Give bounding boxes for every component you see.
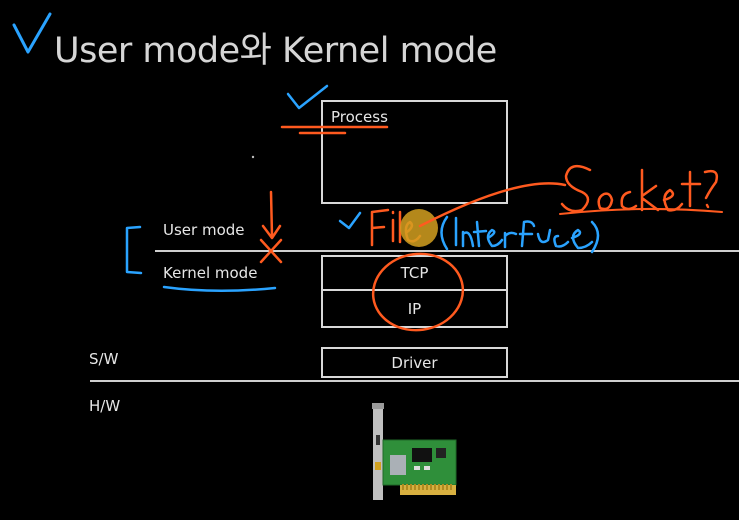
kernel-mode-underline bbox=[162, 285, 277, 293]
file-handwriting bbox=[370, 208, 422, 247]
ip-label: IP bbox=[407, 299, 422, 318]
ip-layer: IP bbox=[323, 291, 506, 326]
process-checkmark bbox=[286, 84, 329, 110]
tcp-label: TCP bbox=[400, 264, 429, 282]
pointer-highlight bbox=[400, 209, 438, 247]
process-underline bbox=[280, 125, 389, 135]
file-checkmark bbox=[338, 211, 362, 230]
interface-handwriting bbox=[440, 215, 600, 254]
down-arrow bbox=[261, 190, 282, 240]
driver-box: Driver bbox=[321, 347, 508, 378]
process-box: Process bbox=[321, 100, 508, 204]
cross-mark bbox=[259, 238, 283, 264]
title-checkmark bbox=[12, 12, 52, 54]
tcp-ip-circle bbox=[371, 252, 465, 332]
user-mode-label: User mode bbox=[163, 221, 245, 239]
tcp-layer: TCP bbox=[323, 257, 506, 291]
sw-label: S/W bbox=[89, 350, 119, 368]
socket-underline bbox=[559, 207, 723, 215]
page-title: User mode와 Kernel mode bbox=[54, 31, 497, 71]
sw-hw-divider-line bbox=[90, 380, 739, 382]
user-kernel-boundary-line bbox=[155, 250, 739, 252]
socket-handwriting bbox=[560, 164, 719, 213]
network-card-image bbox=[372, 403, 457, 500]
tcp-ip-stack: TCP IP bbox=[321, 255, 508, 328]
mode-bracket bbox=[125, 225, 143, 275]
socket-arrow bbox=[418, 182, 567, 228]
process-label: Process bbox=[331, 108, 388, 126]
kernel-mode-label: Kernel mode bbox=[163, 264, 258, 282]
stray-dot bbox=[251, 155, 255, 159]
hw-label: H/W bbox=[89, 397, 121, 415]
driver-label: Driver bbox=[391, 353, 438, 372]
